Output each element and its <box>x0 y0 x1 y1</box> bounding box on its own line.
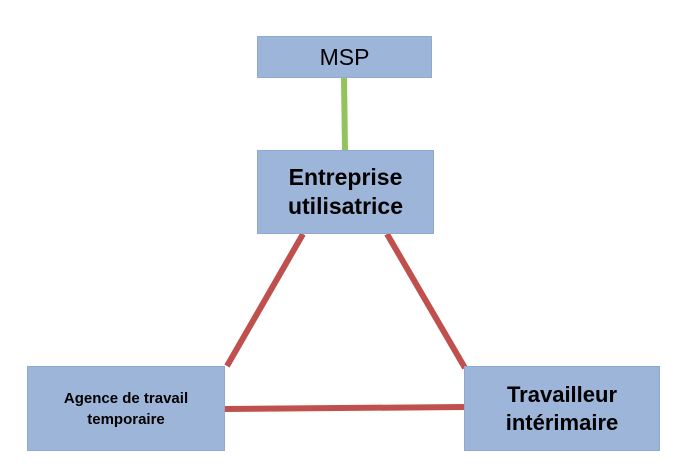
node-agence-de-travail-temporaire: Agence de travail temporaire <box>27 366 225 451</box>
node-entreprise-label-line1: Entreprise <box>288 164 403 190</box>
node-msp-label: MSP <box>319 43 370 70</box>
node-entreprise-label-line2: utilisatrice <box>287 193 404 219</box>
node-travailleur-interimaire: Travailleur intérimaire <box>464 366 660 451</box>
edge-agence-travailleur <box>224 404 465 412</box>
node-travailleur-label-line1: Travailleur <box>506 381 618 407</box>
edge-msp-entreprise <box>341 77 348 151</box>
node-agence-label-line2: temporaire <box>87 410 165 428</box>
node-msp: MSP <box>257 36 432 78</box>
edge-entreprise-agence <box>224 232 306 368</box>
node-agence-label-line1: Agence de travail <box>63 389 189 407</box>
node-travailleur-label-line2: intérimaire <box>505 409 619 435</box>
node-entreprise-utilisatrice: Entreprise utilisatrice <box>257 150 434 234</box>
edge-entreprise-travailleur <box>384 232 468 370</box>
